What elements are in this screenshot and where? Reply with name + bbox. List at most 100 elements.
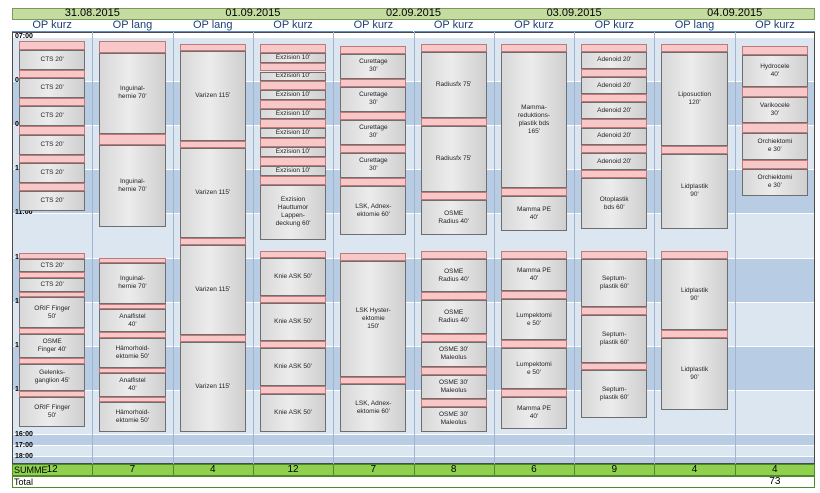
surgery-block[interactable]: Adenoid 20' xyxy=(581,102,648,120)
date-header[interactable]: 02.09.2015 xyxy=(385,7,442,19)
surgery-block[interactable]: Curettage 30' xyxy=(340,86,407,112)
surgery-block[interactable]: LSK, Adnex- ektomie 60' xyxy=(340,384,407,432)
surgery-block[interactable]: OSME Finger 40' xyxy=(19,333,86,358)
surgery-block[interactable]: LSK, Adnex- ektomie 60' xyxy=(340,185,407,236)
surgery-block[interactable]: Mamma PE 40' xyxy=(500,258,568,292)
surgery-block[interactable]: Hämorhoid- ektomie 50' xyxy=(99,338,166,368)
room-type-header[interactable]: OP kurz xyxy=(574,20,655,32)
surgery-block[interactable]: Lidplastik 90' xyxy=(661,258,728,331)
surgery-block[interactable]: CTS 20' xyxy=(19,191,86,212)
surgery-block[interactable]: Lumpektomi e 50' xyxy=(500,347,568,390)
surgery-block[interactable]: CTS 20' xyxy=(19,163,86,183)
surgery-block[interactable]: ORIF Finger 50' xyxy=(19,396,86,428)
surgery-block[interactable]: Inguinal- hernie 70' xyxy=(99,52,166,135)
surgery-block[interactable]: Mamma- reduktions- plastik bds 165' xyxy=(500,52,568,188)
surgery-block[interactable]: OSME 30' Maleolus xyxy=(420,407,487,432)
surgery-block[interactable]: Adenoid 20' xyxy=(581,51,648,69)
date-header[interactable]: 03.09.2015 xyxy=(546,7,602,19)
surgery-block[interactable]: Curettage 30' xyxy=(340,152,407,178)
room-type-header[interactable]: OP kurz xyxy=(734,20,815,32)
room-type-header[interactable]: OP lang xyxy=(172,20,253,32)
surgery-block[interactable]: Curettage 30' xyxy=(340,119,407,145)
surgery-block[interactable]: Knie ASK 50' xyxy=(259,258,327,297)
surgery-block[interactable]: OSME Radius 40' xyxy=(420,200,487,236)
preparation-marker xyxy=(581,170,648,179)
date-header[interactable]: 01.09.2015 xyxy=(225,7,281,19)
date-header[interactable]: 04.09.2015 xyxy=(707,7,763,19)
surgery-block[interactable]: Knie ASK 50' xyxy=(259,303,327,342)
surgery-block[interactable]: Exzision 10' xyxy=(259,52,327,63)
preparation-marker xyxy=(581,306,648,315)
surgery-block[interactable]: Septum- plastik 60' xyxy=(581,370,648,419)
surgery-block[interactable]: OSME Radius 40' xyxy=(420,300,487,334)
surgery-block[interactable]: Exzision 10' xyxy=(259,71,327,82)
surgery-block[interactable]: CTS 20' xyxy=(19,278,86,292)
surgery-block[interactable]: Varizen 115' xyxy=(179,245,246,335)
surgery-block[interactable]: CTS 20' xyxy=(19,258,86,273)
surgery-block[interactable]: Analfistel 40' xyxy=(99,373,166,397)
surgery-block[interactable]: Septum- plastik 60' xyxy=(581,258,648,307)
surgery-block[interactable]: Knie ASK 50' xyxy=(259,348,327,387)
surgery-block[interactable]: Lumpektomi e 50' xyxy=(500,299,568,341)
surgery-block[interactable]: Inguinal- hernie 70' xyxy=(99,145,166,227)
room-type-header[interactable]: OP kurz xyxy=(333,20,414,32)
surgery-block[interactable]: Septum- plastik 60' xyxy=(581,314,648,363)
surgery-block[interactable]: Knie ASK 50' xyxy=(259,393,327,432)
room-type-header[interactable]: OP kurz xyxy=(12,20,93,32)
surgery-block[interactable]: Inguinal- hernie 70' xyxy=(99,263,166,304)
preparation-marker xyxy=(19,390,86,397)
room-type-header[interactable]: OP kurz xyxy=(493,20,575,32)
preparation-marker xyxy=(340,78,407,87)
surgery-block[interactable]: Lidplastik 90' xyxy=(661,153,728,229)
surgery-block[interactable]: Adenoid 20' xyxy=(581,153,648,170)
surgery-block[interactable]: Exzision 10' xyxy=(259,109,327,120)
surgery-block[interactable]: Mamma PE 40' xyxy=(500,195,568,232)
surgery-block[interactable]: Varizen 115' xyxy=(179,148,246,238)
surgery-block[interactable]: OSME 30' Maleolus xyxy=(420,341,487,367)
surgery-block[interactable]: OSME Radius 40' xyxy=(420,258,487,293)
preparation-marker xyxy=(581,68,648,78)
surgery-block[interactable]: Otoplastik bds 60' xyxy=(581,178,648,229)
surgery-block[interactable]: Adenoid 20' xyxy=(581,77,648,95)
room-type-header[interactable]: OP lang xyxy=(92,20,173,32)
surgery-block[interactable]: Exzision 10' xyxy=(259,90,327,101)
surgery-block[interactable]: Exzision 10' xyxy=(259,166,327,177)
summary-divider xyxy=(574,464,576,476)
surgery-block[interactable]: Exzision 10' xyxy=(259,147,327,158)
surgery-block[interactable]: ORIF Finger 50' xyxy=(19,297,86,328)
surgery-block[interactable]: Adenoid 20' xyxy=(581,127,648,145)
preparation-marker xyxy=(259,341,327,349)
surgery-block[interactable]: Exzision 10' xyxy=(259,128,327,139)
surgery-block[interactable]: Exzision Hauttumor Lappen- deckung 60' xyxy=(259,185,327,240)
surgery-block[interactable]: CTS 20' xyxy=(19,106,86,127)
surgery-block[interactable]: OSME 30' Maleolus xyxy=(420,374,487,400)
surgery-block[interactable]: LSK Hyster- ektomie 150' xyxy=(340,260,407,377)
surgery-block[interactable]: Orchiektomi e 30' xyxy=(741,169,808,196)
preparation-marker xyxy=(19,182,86,192)
room-type-header[interactable]: OP kurz xyxy=(413,20,494,32)
surgery-block[interactable]: Lidplastik 90' xyxy=(661,338,728,410)
surgery-block[interactable]: Gelenks- ganglion 45' xyxy=(19,363,86,391)
column-divider xyxy=(493,32,495,464)
summary-divider xyxy=(493,464,495,476)
surgery-block[interactable]: CTS 20' xyxy=(19,78,86,98)
surgery-block[interactable]: Radiusfx 75' xyxy=(420,126,487,192)
surgery-block[interactable]: CTS 20' xyxy=(19,134,86,155)
preparation-marker xyxy=(259,81,327,91)
surgery-block[interactable]: Radiusfx 75' xyxy=(420,52,487,118)
surgery-block[interactable]: Orchiektomi e 30' xyxy=(741,133,808,160)
surgery-block[interactable]: Hämorhoid- ektomie 50' xyxy=(99,402,166,432)
surgery-block[interactable]: Liposuction 120' xyxy=(661,52,728,146)
date-header[interactable]: 31.08.2015 xyxy=(64,7,120,19)
surgery-block[interactable]: Varikocele 30' xyxy=(741,96,808,124)
surgery-block[interactable]: Varizen 115' xyxy=(179,342,246,432)
surgery-block[interactable]: Hydrocele 40' xyxy=(741,55,808,88)
surgery-block[interactable]: Mamma PE 40' xyxy=(500,396,568,430)
surgery-block[interactable]: Curettage 30' xyxy=(340,53,407,79)
room-type-header[interactable]: OP lang xyxy=(654,20,735,32)
preparation-marker xyxy=(500,340,568,348)
room-type-header[interactable]: OP kurz xyxy=(252,20,334,32)
surgery-block[interactable]: Varizen 115' xyxy=(179,51,246,141)
surgery-block[interactable]: CTS 20' xyxy=(19,49,86,70)
surgery-block[interactable]: Analfistel 40' xyxy=(99,309,166,333)
